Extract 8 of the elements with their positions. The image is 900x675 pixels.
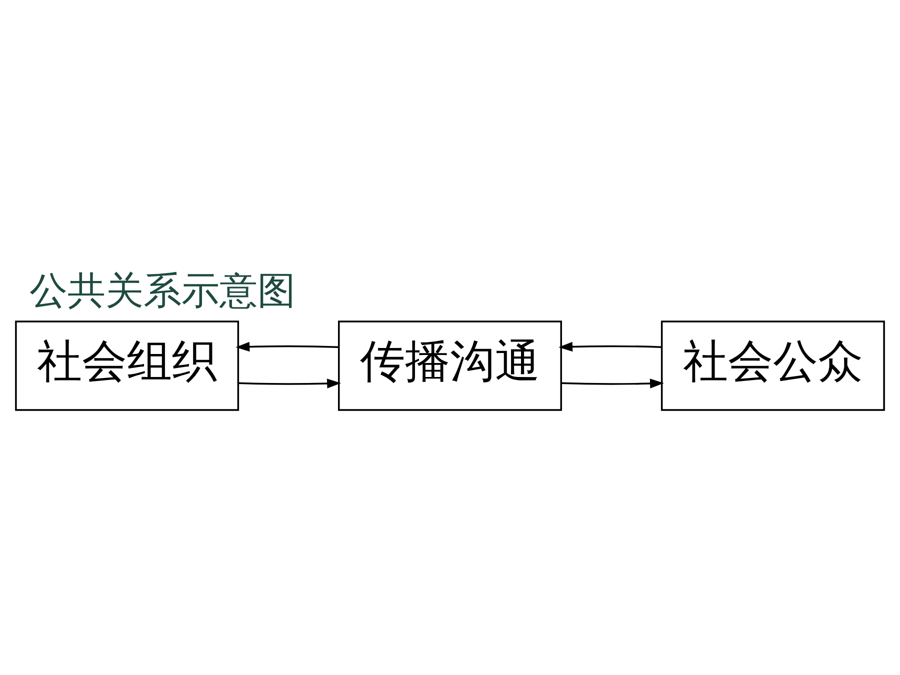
arrow	[561, 378, 664, 388]
arrow	[236, 341, 338, 352]
diagram-title: 公共关系示意图	[30, 268, 296, 313]
node-box: 社会组织	[15, 320, 240, 410]
node-box: 传播沟通	[338, 320, 562, 410]
node-box: 社会公众	[660, 320, 885, 410]
arrow	[238, 378, 341, 388]
arrow	[558, 341, 662, 352]
